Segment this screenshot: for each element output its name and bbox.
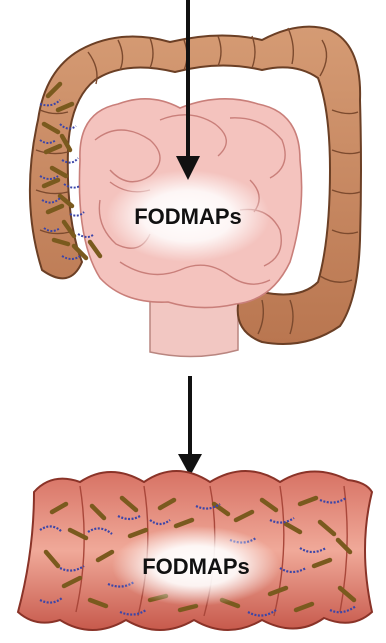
rectum bbox=[150, 300, 238, 357]
middle-arrow-icon bbox=[178, 376, 202, 476]
intestine-illustration: FODMAPs bbox=[30, 0, 361, 357]
segment-label: FODMAPs bbox=[142, 554, 250, 579]
intestine-segment: FODMAPs bbox=[18, 471, 372, 630]
intestine-label: FODMAPs bbox=[134, 204, 242, 229]
